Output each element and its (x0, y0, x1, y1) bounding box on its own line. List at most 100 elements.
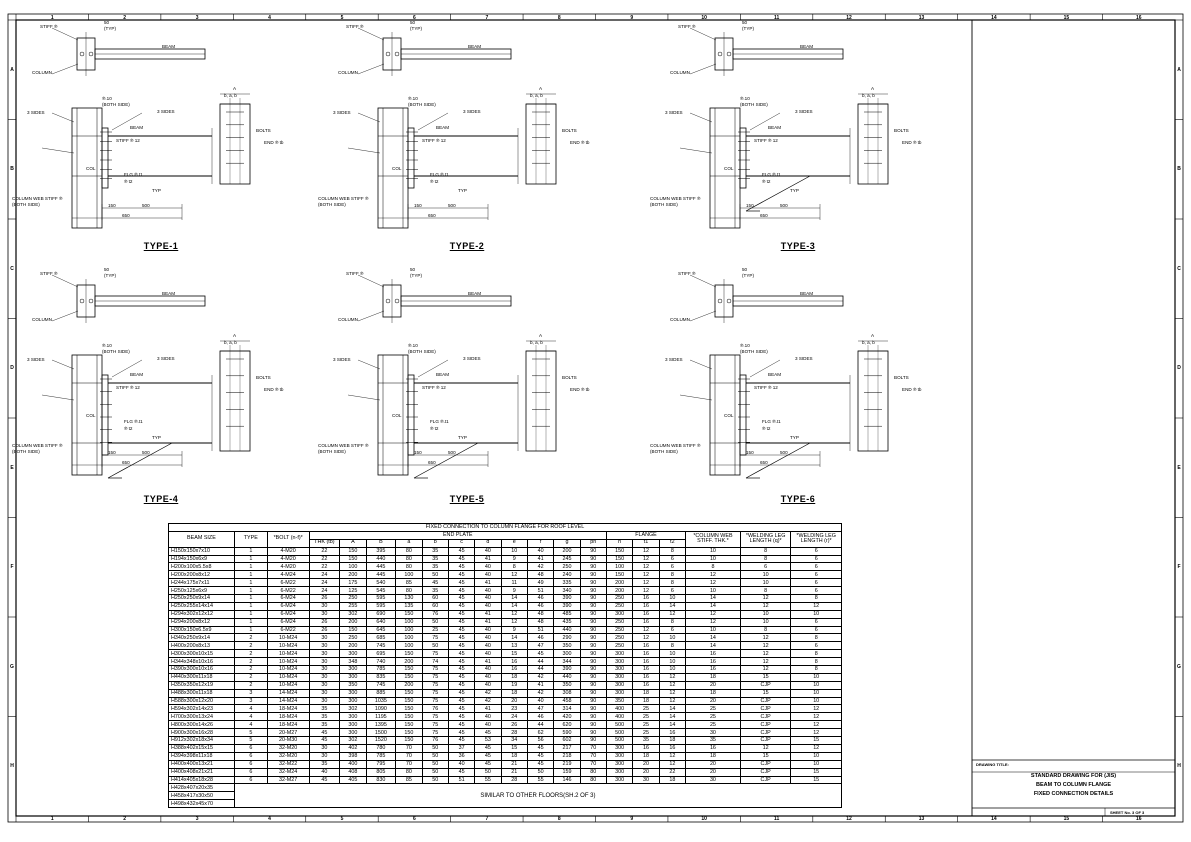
table-cell: 408 (339, 767, 367, 777)
col-t1: t1 (632, 538, 660, 548)
table-cell: 100 (339, 562, 367, 572)
beam-size-cell: H200x100x5.5x8 (168, 562, 235, 572)
table-cell: 41 (526, 680, 555, 690)
table-cell: 10 (790, 672, 842, 682)
beam-size-cell: H194x150x6x9 (168, 554, 235, 564)
table-cell: 13 (500, 641, 528, 651)
table-cell: 10 (658, 657, 687, 667)
table-cell: 2 (233, 665, 268, 674)
table-cell: 70 (579, 751, 607, 761)
plate-A-6: A (871, 333, 875, 338)
table-cell: 12 (632, 570, 660, 580)
table-cell: 458 (553, 696, 581, 706)
table-cell: 18 (658, 775, 687, 785)
table-cell: 28 (500, 775, 528, 785)
table-cell: 75 (421, 649, 449, 659)
table-cell: 55 (474, 775, 502, 785)
flg-label-5: FLG ℗.t1 (430, 419, 449, 424)
table-cell: 25 (685, 712, 741, 722)
table-cell: 6 (790, 586, 842, 596)
table-cell: 18 (500, 751, 528, 761)
table-cell: 150 (605, 570, 634, 580)
detail-type-1 (41, 27, 251, 229)
table-cell: 10 (790, 696, 842, 706)
table-cell: 30 (308, 601, 341, 611)
table-cell: 8 (790, 594, 842, 603)
flg-label-1: FLG ℗.t1 (124, 172, 143, 177)
table-cell: 300 (605, 649, 634, 659)
table-cell: 440 (365, 554, 397, 564)
grid-row-left-H: H (10, 763, 14, 770)
table-cell: 10 (658, 665, 687, 674)
table-cell: 18 (632, 688, 660, 698)
beam-size-cell: H244x175x7x11 (168, 578, 235, 588)
grid-col-bottom-9: 9 (630, 816, 634, 822)
grid-row-right-F: F (1177, 564, 1181, 571)
table-cell: 159 (553, 767, 581, 777)
table-cell: 32-M20 (266, 743, 310, 753)
both-side-1-2: (BOTH SIDE) (318, 202, 346, 207)
table-cell: 21 (500, 767, 528, 777)
table-cell: 6-M24 (266, 594, 310, 603)
table-cell: 4 (233, 720, 268, 730)
beam-elev-label-4: BEAM (130, 372, 144, 377)
table-cell: 100 (605, 562, 634, 572)
plate-A-3: A (871, 86, 875, 91)
table-cell: 10-M24 (266, 633, 310, 643)
table-cell: 40 (474, 570, 502, 580)
table-cell: 785 (365, 751, 397, 761)
table-cell: 150 (395, 704, 423, 714)
table-cell: 348 (339, 657, 367, 667)
beam-size-cell: H414x405x18x28 (168, 775, 235, 785)
beam-size-cell: H428x407x20x35 (168, 783, 235, 793)
table-cell: 80 (395, 767, 423, 777)
connection-schedule-table: FIXED CONNECTION TO COLUMN FLANGE FOR RO… (168, 523, 843, 809)
table-cell: 10-M24 (266, 657, 310, 667)
end-plate-label-4: END ℗ tb (264, 387, 284, 392)
bolts-label-6: BOLTS (894, 375, 909, 380)
flg-label-4: FLG ℗.t1 (124, 419, 143, 424)
table-cell: 75 (421, 665, 449, 674)
stiff-label-5: STIFF ℗ (346, 271, 364, 276)
table-cell: 10 (790, 688, 842, 698)
table-cell: 16 (658, 728, 687, 738)
table-cell: 250 (605, 633, 634, 643)
table-cell: 12 (500, 570, 528, 580)
web-stiff-label-2: COLUMN WEB STIFF ℗ (318, 196, 369, 201)
table-cell: 10 (790, 680, 842, 690)
grid-col-top-3: 3 (195, 15, 199, 21)
table-cell: 16 (632, 594, 660, 603)
dim500-5: 500 (448, 450, 456, 455)
pl10-label-2: ℗.10 (408, 96, 418, 101)
col-A: A (339, 538, 367, 548)
table-cell: 344 (553, 657, 581, 667)
table-cell: 6 (658, 554, 687, 564)
table-cell: CJP (739, 728, 792, 738)
pl10-label-6: ℗.10 (740, 343, 750, 348)
col-c: c (447, 538, 476, 548)
table-cell: 10-M24 (266, 641, 310, 651)
table-cell: 34 (500, 736, 528, 745)
table-cell: 6 (233, 743, 268, 753)
table-cell: 398 (339, 751, 367, 761)
table-cell: 18 (500, 688, 528, 698)
table-cell: 35 (308, 720, 341, 730)
beam-size-cell: H458x417x30x50 (168, 791, 235, 801)
dim150-2: 150 (414, 203, 422, 208)
table-cell: 45 (526, 649, 555, 659)
table-cell: 12 (685, 609, 741, 619)
col-bolt: *BOLT (n-f)* (266, 530, 310, 548)
table-cell: 20 (632, 759, 660, 769)
grid-col-bottom-1: 1 (50, 816, 54, 822)
grid-col-bottom-2: 2 (123, 816, 127, 822)
table-cell: 12 (500, 609, 528, 619)
table-cell: 300 (605, 609, 634, 619)
grid-col-bottom-10: 10 (701, 816, 707, 822)
table-cell: 45 (447, 609, 476, 619)
three-sides-1-6: 3 SIDES (665, 357, 683, 362)
web-stiff-label-1: COLUMN WEB STIFF ℗ (12, 196, 63, 201)
